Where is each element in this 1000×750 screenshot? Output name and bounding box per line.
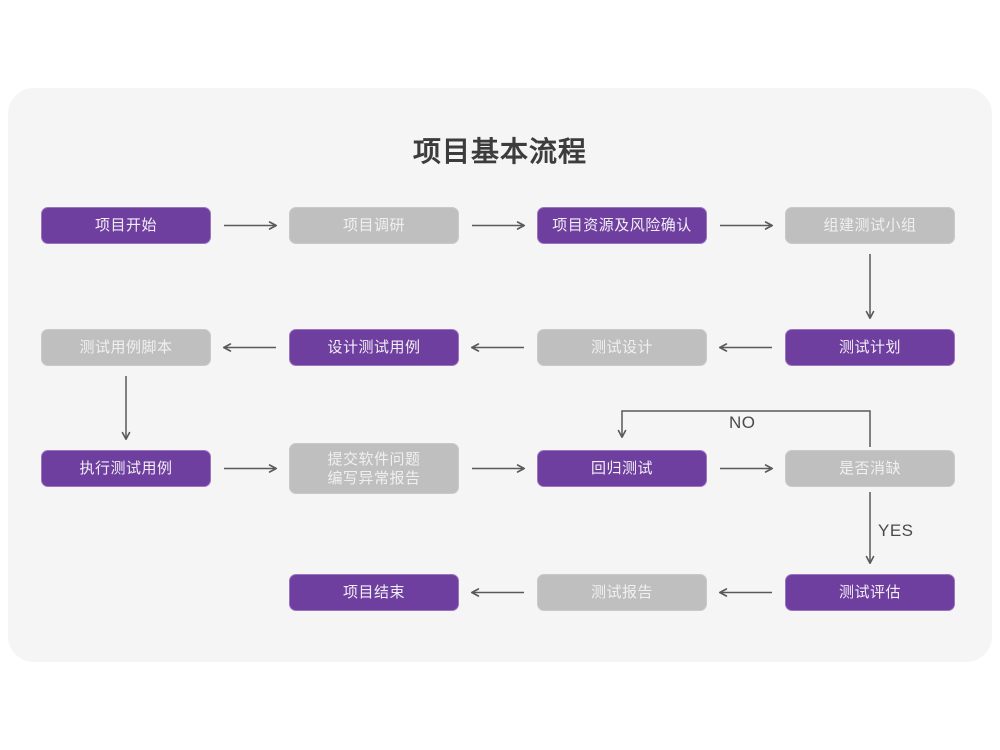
node-test-report[interactable]: 测试报告 [537, 574, 707, 611]
node-build-test-team[interactable]: 组建测试小组 [785, 207, 955, 244]
node-project-research[interactable]: 项目调研 [289, 207, 459, 244]
edge-label-yes: YES [878, 521, 914, 540]
node-defect-cleared-decision[interactable]: 是否消缺 [785, 450, 955, 487]
page-title: 项目基本流程 [412, 136, 587, 167]
node-test-design[interactable]: 测试设计 [537, 329, 707, 366]
node-test-plan[interactable]: 测试计划 [785, 329, 955, 366]
node-resource-risk-confirm[interactable]: 项目资源及风险确认 [537, 207, 707, 244]
edge-label-no: NO [729, 413, 756, 432]
node-submit-bug-write-report[interactable]: 提交软件问题 编写异常报告 [289, 443, 459, 494]
node-execute-test-case[interactable]: 执行测试用例 [41, 450, 211, 487]
node-test-case-script[interactable]: 测试用例脚本 [41, 329, 211, 366]
node-design-test-case[interactable]: 设计测试用例 [289, 329, 459, 366]
node-project-end[interactable]: 项目结束 [289, 574, 459, 611]
node-test-evaluation[interactable]: 测试评估 [785, 574, 955, 611]
diagram-card [8, 88, 992, 662]
node-regression-test[interactable]: 回归测试 [537, 450, 707, 487]
node-project-start[interactable]: 项目开始 [41, 207, 211, 244]
